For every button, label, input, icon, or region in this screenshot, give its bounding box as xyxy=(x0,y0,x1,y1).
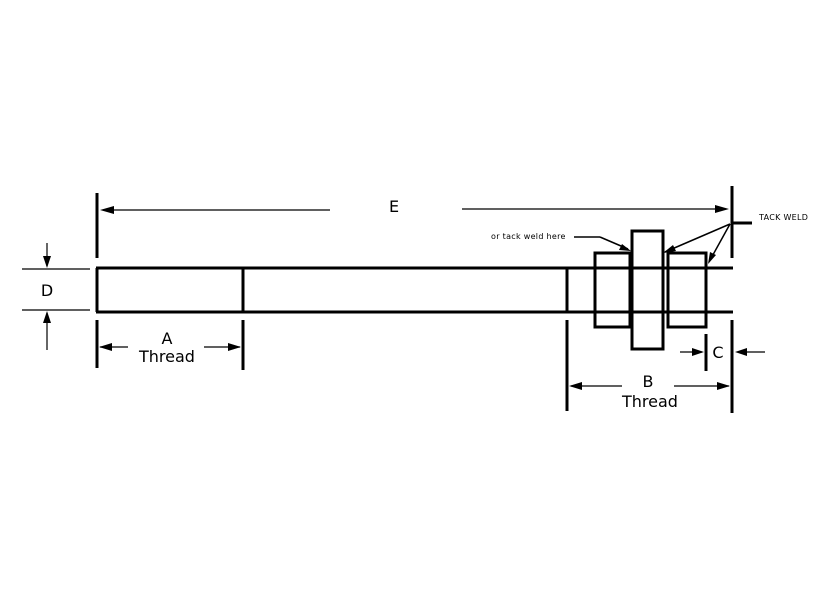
hardware xyxy=(593,229,708,351)
b-left-arrow xyxy=(569,382,582,390)
dimension-b-label: B xyxy=(643,372,654,391)
alt-tack-weld-callout: or tack weld here xyxy=(491,232,631,251)
alt-leader-arrow xyxy=(619,244,631,251)
dimension-a: A Thread xyxy=(95,320,245,370)
dimension-c: C xyxy=(680,334,765,371)
e-left-arrow xyxy=(100,206,114,214)
dimension-b: B Thread xyxy=(565,320,734,413)
left-nut xyxy=(593,251,632,329)
dimension-c-label: C xyxy=(712,343,723,362)
c-left-arrow xyxy=(692,348,704,356)
b-right-arrow xyxy=(717,382,730,390)
dimension-a-sublabel: Thread xyxy=(138,347,195,366)
alt-tack-weld-label: or tack weld here xyxy=(491,232,566,241)
dimension-e: E xyxy=(95,186,734,258)
c-right-arrow xyxy=(735,348,747,356)
right-nut xyxy=(666,251,708,329)
d-bottom-arrow xyxy=(43,311,51,323)
a-right-arrow xyxy=(228,343,241,351)
tack-weld-leader-1 xyxy=(664,223,731,253)
washer-plate xyxy=(630,229,665,351)
tack-weld-callout: TACK WELD xyxy=(663,213,808,264)
tack-weld-arrow-2 xyxy=(708,252,716,264)
dimension-b-sublabel: Thread xyxy=(621,392,678,411)
dimension-d: D xyxy=(22,243,90,350)
d-top-arrow xyxy=(43,256,51,268)
e-right-arrow xyxy=(715,205,729,213)
dimension-e-label: E xyxy=(389,197,399,216)
dimension-d-label: D xyxy=(41,281,53,300)
dimension-a-label: A xyxy=(162,329,173,348)
tack-weld-label: TACK WELD xyxy=(758,213,808,222)
tack-weld-arrow-1 xyxy=(663,245,676,253)
rod xyxy=(95,266,733,314)
a-left-arrow xyxy=(99,343,112,351)
